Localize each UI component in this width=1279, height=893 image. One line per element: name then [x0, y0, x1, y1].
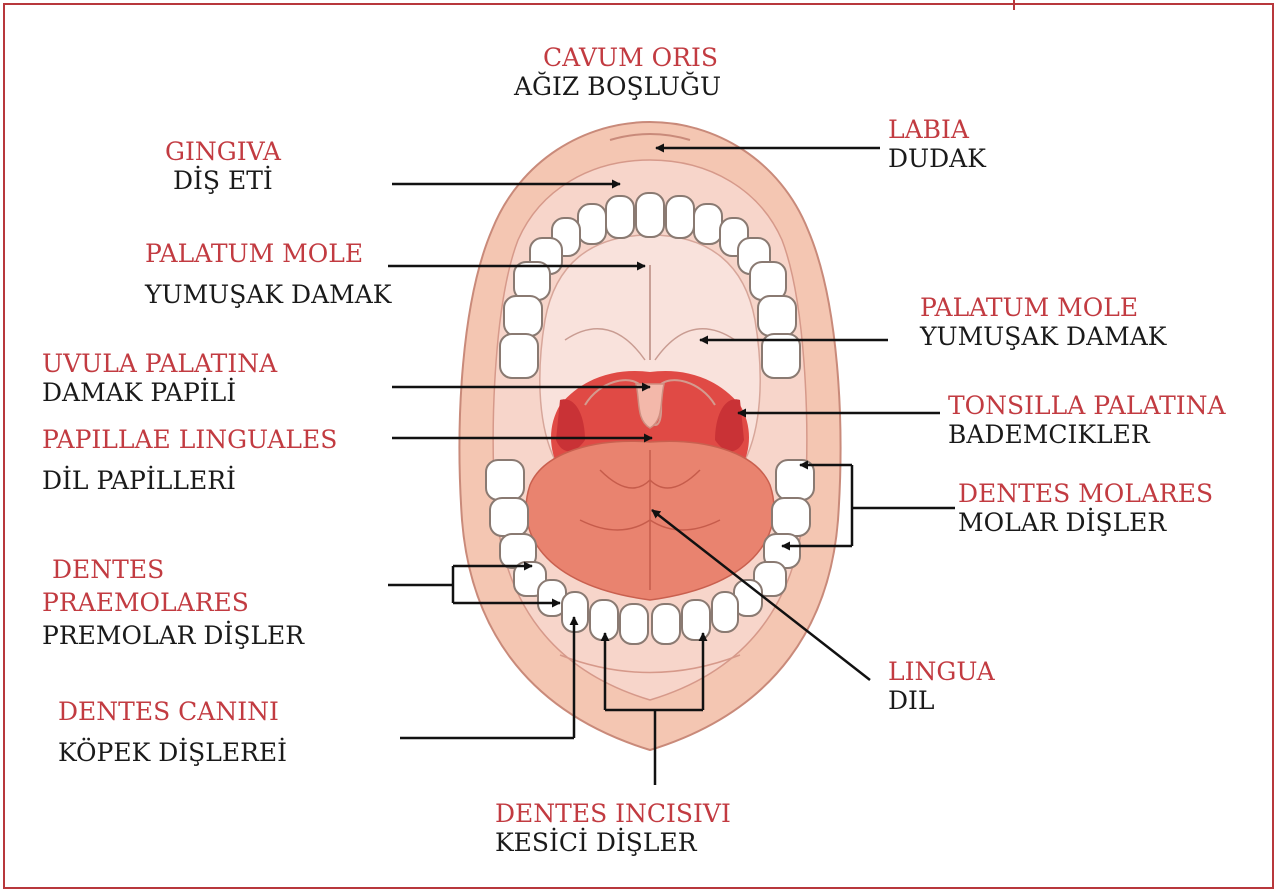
latin-name: DENTES INCISIVI	[495, 800, 731, 829]
latin-name: PAPILLAE LINGUALES	[42, 426, 337, 455]
latin-name: LABIA	[888, 116, 986, 145]
latin-name: CAVUM ORIS	[540, 44, 721, 73]
turkish-name: BADEMCIKLER	[948, 421, 1226, 450]
latin-name: LINGUA	[888, 658, 995, 687]
turkish-name: DİŞ ETİ	[173, 167, 281, 196]
turkish-name: DAMAK PAPİLİ	[42, 379, 277, 408]
label-dentes-molares: DENTES MOLARES MOLAR DİŞLER	[958, 480, 1213, 538]
latin-name: UVULA PALATINA	[42, 350, 277, 379]
label-palatum-mole-right: PALATUM MOLE YUMUŞAK DAMAK	[920, 294, 1166, 352]
latin-name: DENTES MOLARES	[958, 480, 1213, 509]
label-uvula-palatina: UVULA PALATINA DAMAK PAPİLİ	[42, 350, 277, 408]
turkish-name: DUDAK	[888, 145, 986, 174]
turkish-name: DİL PAPİLLERİ	[42, 467, 337, 496]
label-dentes-canini: DENTES CANINI KÖPEK DİŞLEREİ	[58, 698, 287, 768]
label-lingua: LINGUA DIL	[888, 658, 995, 716]
label-gingiva: GINGIVA DİŞ ETİ	[165, 138, 281, 196]
turkish-name: KESİCİ DİŞLER	[495, 829, 731, 858]
label-dentes-praemolares: DENTES PRAEMOLARES PREMOLAR DİŞLER	[42, 556, 304, 650]
latin-name-line1: DENTES	[52, 556, 304, 585]
latin-name-line2: PRAEMOLARES	[42, 589, 304, 618]
latin-name: PALATUM MOLE	[920, 294, 1166, 323]
turkish-name: AĞIZ BOŞLUĞU	[514, 73, 721, 102]
turkish-name: PREMOLAR DİŞLER	[42, 622, 304, 651]
label-dentes-incisivi: DENTES INCISIVI KESİCİ DİŞLER	[495, 800, 731, 858]
turkish-name: KÖPEK DİŞLEREİ	[58, 739, 287, 768]
turkish-name: DIL	[888, 687, 995, 716]
latin-name: GINGIVA	[165, 138, 281, 167]
turkish-name: YUMUŞAK DAMAK	[145, 281, 391, 310]
latin-name: PALATUM MOLE	[145, 240, 391, 269]
turkish-name: MOLAR DİŞLER	[958, 509, 1213, 538]
latin-name: TONSILLA PALATINA	[948, 392, 1226, 421]
label-labia: LABIA DUDAK	[888, 116, 986, 174]
turkish-name: YUMUŞAK DAMAK	[920, 323, 1166, 352]
label-cavum-oris: CAVUM ORIS AĞIZ BOŞLUĞU	[540, 44, 721, 102]
latin-name: DENTES CANINI	[58, 698, 287, 727]
label-tonsilla-palatina: TONSILLA PALATINA BADEMCIKLER	[948, 392, 1226, 450]
label-papillae-linguales: PAPILLAE LINGUALES DİL PAPİLLERİ	[42, 426, 337, 496]
label-palatum-mole-left: PALATUM MOLE YUMUŞAK DAMAK	[145, 240, 391, 310]
